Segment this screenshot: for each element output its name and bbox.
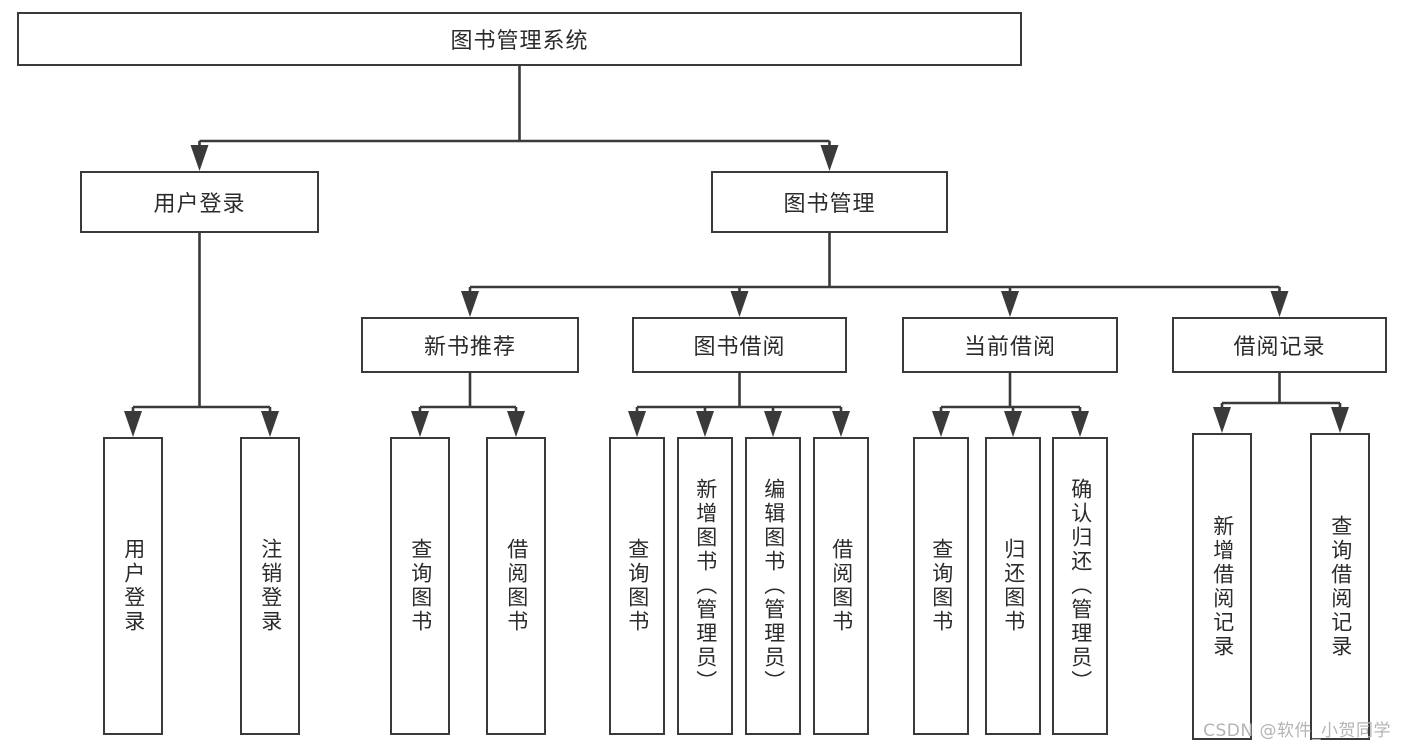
arrow-head-leaf-user-login <box>124 411 142 437</box>
arrow-head-leaf-query-book-1 <box>411 411 429 437</box>
node-book-borrow[interactable]: 图书借阅 <box>632 317 847 373</box>
arrow-head-leaf-query-book-2 <box>628 411 646 437</box>
node-query-book-2-box[interactable]: 查询图书 <box>609 437 665 735</box>
node-book-manage-label: 图书管理 <box>783 192 876 217</box>
arrow-head-leaf-borrow-book-1 <box>507 411 525 437</box>
node-query-record-box[interactable]: 查询借阅记录 <box>1310 433 1370 740</box>
node-query-book-1-box[interactable]: 查询图书 <box>390 437 450 735</box>
node-query-book-3-box[interactable]: 查询图书 <box>913 437 969 735</box>
arrow-head-leaf-add-book <box>696 411 714 437</box>
arrow-head-borrow-record <box>1270 291 1289 317</box>
node-add-record-label: 新增借阅记录 <box>1210 514 1235 659</box>
node-user-login-label: 用户登录 <box>153 192 246 217</box>
node-edit-book-label: 编辑图书（管理员） <box>761 478 786 694</box>
node-return-book-label: 归还图书 <box>1001 538 1026 634</box>
arrow-head-leaf-query-book-3 <box>932 411 950 437</box>
node-new-book-recommend[interactable]: 新书推荐 <box>361 317 579 373</box>
node-root-label: 图书管理系统 <box>450 29 589 54</box>
node-user-login-box[interactable]: 用户登录 <box>103 437 163 735</box>
node-confirm-return-label: 确认归还（管理员） <box>1068 478 1093 694</box>
node-confirm-return-box[interactable]: 确认归还（管理员） <box>1052 437 1108 735</box>
node-user-login-label: 用户登录 <box>121 538 146 634</box>
arrow-head-leaf-logout <box>261 411 279 437</box>
node-query-book-3-label: 查询图书 <box>929 538 954 634</box>
node-edit-book-box[interactable]: 编辑图书（管理员） <box>745 437 801 735</box>
node-current-borrow[interactable]: 当前借阅 <box>902 317 1118 373</box>
arrow-head-book-manage <box>820 145 839 171</box>
arrow-head-leaf-return-book <box>1004 411 1022 437</box>
node-new-book-recommend-label: 新书推荐 <box>423 335 516 360</box>
node-current-borrow-label: 当前借阅 <box>963 335 1056 360</box>
arrow-head-book-borrow <box>730 291 749 317</box>
node-add-book-label: 新增图书（管理员） <box>693 478 718 694</box>
node-query-book-1-label: 查询图书 <box>408 538 433 634</box>
arrow-head-leaf-edit-book <box>764 411 782 437</box>
arrow-head-leaf-confirm-return <box>1071 411 1089 437</box>
node-borrow-book-1-label: 借阅图书 <box>504 538 529 634</box>
node-logout-label: 注销登录 <box>258 538 283 634</box>
node-add-book-box[interactable]: 新增图书（管理员） <box>677 437 733 735</box>
node-borrow-book-1-box[interactable]: 借阅图书 <box>486 437 546 735</box>
node-book-borrow-label: 图书借阅 <box>693 335 786 360</box>
node-query-record-label: 查询借阅记录 <box>1328 514 1353 659</box>
node-root[interactable]: 图书管理系统 <box>17 12 1022 66</box>
node-borrow-book-2-label: 借阅图书 <box>829 538 854 634</box>
node-logout-box[interactable]: 注销登录 <box>240 437 300 735</box>
node-book-manage[interactable]: 图书管理 <box>711 171 948 233</box>
connector-lines <box>124 66 1349 437</box>
node-add-record-box[interactable]: 新增借阅记录 <box>1192 433 1252 740</box>
arrow-head-current-borrow <box>1001 291 1019 317</box>
node-borrow-record[interactable]: 借阅记录 <box>1172 317 1387 373</box>
node-user-login[interactable]: 用户登录 <box>80 171 319 233</box>
node-borrow-book-2-box[interactable]: 借阅图书 <box>813 437 869 735</box>
arrow-head-leaf-add-record <box>1213 407 1231 433</box>
node-borrow-record-label: 借阅记录 <box>1233 335 1326 360</box>
arrow-head-leaf-borrow-book-2 <box>832 411 850 437</box>
arrow-head-leaf-query-record <box>1331 407 1349 433</box>
node-return-book-box[interactable]: 归还图书 <box>985 437 1041 735</box>
arrow-head-new-book-recommend <box>461 291 479 317</box>
node-query-book-2-label: 查询图书 <box>625 538 650 634</box>
arrow-head-user-login <box>190 145 209 171</box>
